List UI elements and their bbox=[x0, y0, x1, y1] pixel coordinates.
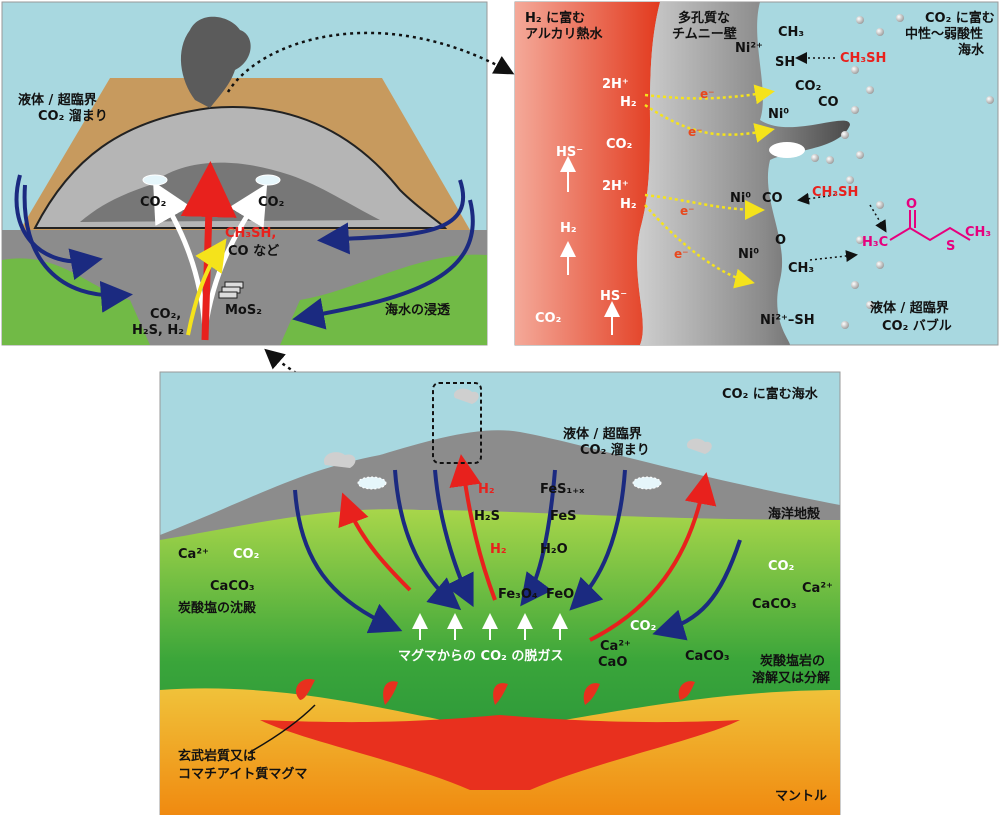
product-ch3-label: CH₃ bbox=[965, 225, 991, 240]
product-o-label: O bbox=[906, 197, 917, 212]
bubble-label-2: CO₂ バブル bbox=[882, 318, 952, 334]
h2-label-2: H₂ bbox=[620, 197, 637, 212]
neutral-water-label-2: 中性〜弱酸性 bbox=[905, 26, 983, 42]
h2-label-lower: H₂ bbox=[490, 542, 507, 557]
mos2-label: MoS₂ bbox=[225, 303, 262, 318]
co-label-1: CO bbox=[818, 95, 839, 110]
feo-label: FeO bbox=[546, 587, 574, 602]
mantle-label: マントル bbox=[775, 789, 827, 804]
co2-seawater-label: CO₂ に富む海水 bbox=[722, 386, 819, 402]
caco3-right-label: CaCO₃ bbox=[752, 597, 797, 612]
right-co2-label: CO₂ bbox=[258, 195, 284, 210]
ch3sh-label: CH₃SH, bbox=[225, 226, 276, 241]
co2-label-3: CO₂ bbox=[795, 79, 821, 94]
bubble-label-1: 液体 / 超臨界 bbox=[870, 300, 949, 316]
magma-pointer-line bbox=[249, 704, 316, 753]
pool-label-1: 液体 / 超臨界 bbox=[563, 426, 642, 442]
co2-pool-label-2: CO₂ 溜まり bbox=[38, 108, 108, 124]
o-label: O bbox=[775, 233, 786, 248]
electron-label-3: e⁻ bbox=[680, 204, 694, 218]
co2-label-2: CO₂ bbox=[535, 311, 561, 326]
mos2-plates-icon bbox=[218, 281, 244, 299]
h-plus-label-1: 2H⁺ bbox=[602, 77, 629, 92]
neutral-water-label-3: 海水 bbox=[958, 42, 985, 58]
ni2-sh-label: Ni²⁺–SH bbox=[760, 313, 815, 328]
magma-label-1: 玄武岩質又は bbox=[178, 748, 256, 764]
magma-label-2: コマチアイト質マグマ bbox=[178, 766, 307, 782]
panel-oceanic-crust: CO₂ に富む海水 液体 / 超臨界 CO₂ 溜まり 海洋地殻 H₂ FeS₁₊… bbox=[159, 371, 841, 815]
caco3-lower-label: CaCO₃ bbox=[685, 649, 730, 664]
chimney-label-2: チムニー壁 bbox=[672, 26, 737, 42]
fes1x-label: FeS₁₊ₓ bbox=[540, 482, 585, 497]
ni2-label-1: Ni²⁺ bbox=[735, 41, 763, 56]
carbonate-precip-label: 炭酸塩の沈殿 bbox=[178, 600, 257, 616]
co2-pool-label-1: 液体 / 超臨界 bbox=[18, 92, 97, 108]
caco3-left-label: CaCO₃ bbox=[210, 579, 255, 594]
h2-water-label-2: アルカリ熱水 bbox=[525, 26, 603, 42]
h2-water-label-1: H₂ に富む bbox=[525, 10, 585, 26]
seawater-infiltration-label: 海水の浸透 bbox=[385, 302, 450, 318]
co2-bubbles bbox=[811, 14, 994, 329]
h2-label-3: H₂ bbox=[560, 221, 577, 236]
fe3o4-label: Fe₃O₄ bbox=[498, 587, 538, 602]
hs-label-1: HS⁻ bbox=[556, 145, 583, 160]
ni0-label-3: Ni⁰ bbox=[738, 247, 759, 262]
co-etc-label: CO など bbox=[228, 244, 279, 259]
ca-lower-label: Ca²⁺ bbox=[600, 639, 631, 654]
ca-right-label: Ca²⁺ bbox=[802, 581, 833, 596]
electron-label-2: e⁻ bbox=[688, 125, 702, 139]
gases-label-2: H₂S, H₂ bbox=[132, 323, 184, 338]
electron-label-4: e⁻ bbox=[674, 247, 688, 261]
gases-label-1: CO₂, bbox=[150, 307, 181, 322]
h2-label-1: H₂ bbox=[620, 95, 637, 110]
carbonate-dissolve-label-1: 炭酸塩岩の bbox=[760, 653, 825, 669]
co-label-2: CO bbox=[762, 191, 783, 206]
co2-right-label: CO₂ bbox=[768, 559, 794, 574]
ch3sh-label-2: CH₃SH bbox=[812, 185, 858, 200]
panel-chimney-reactions: H₂ に富む アルカリ熱水 多孔質な チムニー壁 CO₂ に富む 中性〜弱酸性 … bbox=[514, 1, 999, 346]
panel-volcano-closeup: 液体 / 超臨界 CO₂ 溜まり CO₂ CO₂ CH₃SH, CO など CO… bbox=[1, 1, 488, 346]
vent-highlight-box bbox=[432, 382, 482, 464]
pool-label-2: CO₂ 溜まり bbox=[580, 442, 650, 458]
ch3-label-2: CH₃ bbox=[788, 261, 814, 276]
product-s-label: S bbox=[946, 239, 955, 254]
hs-label-2: HS⁻ bbox=[600, 289, 627, 304]
thioester-molecule bbox=[889, 210, 971, 242]
h-plus-label-2: 2H⁺ bbox=[602, 179, 629, 194]
carbonate-dissolve-label-2: 溶解又は分解 bbox=[752, 670, 830, 686]
degassing-arrows bbox=[412, 613, 568, 640]
co2-left-label: CO₂ bbox=[233, 547, 259, 562]
ni0-label-1: Ni⁰ bbox=[768, 107, 789, 122]
co2-label-1: CO₂ bbox=[606, 137, 632, 152]
ca-left-label: Ca²⁺ bbox=[178, 547, 209, 562]
neutral-water-label-1: CO₂ に富む bbox=[925, 10, 995, 26]
ch3-label-1: CH₃ bbox=[778, 25, 804, 40]
product-h3c-label: H₃C bbox=[862, 235, 888, 250]
chimney-label-1: 多孔質な bbox=[678, 10, 730, 26]
ch3sh-label-1: CH₃SH bbox=[840, 51, 886, 66]
ni0-label-2: Ni⁰ bbox=[730, 191, 751, 206]
left-co2-label: CO₂ bbox=[140, 195, 166, 210]
h2s-label: H₂S bbox=[474, 509, 500, 524]
co2-lower-label: CO₂ bbox=[630, 619, 656, 634]
sh-label: SH bbox=[775, 55, 795, 70]
degassing-label: マグマからの CO₂ の脱ガス bbox=[398, 648, 563, 664]
fes-label: FeS bbox=[550, 509, 577, 524]
h2o-label: H₂O bbox=[540, 542, 568, 557]
h2-label-upper: H₂ bbox=[478, 482, 495, 497]
oceanic-crust-label: 海洋地殻 bbox=[768, 506, 821, 522]
electron-label-1: e⁻ bbox=[700, 87, 714, 101]
cao-label: CaO bbox=[598, 655, 627, 670]
